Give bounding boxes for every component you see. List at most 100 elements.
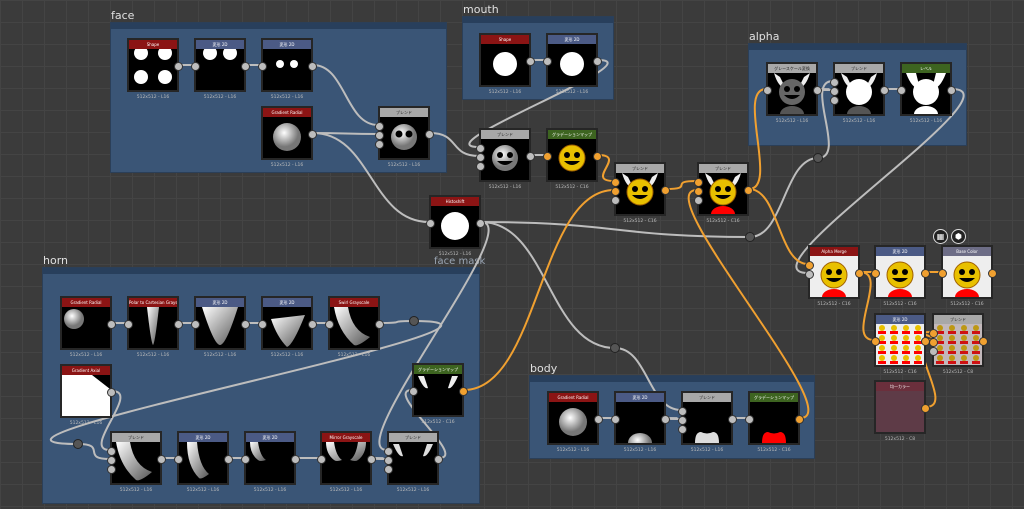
output-port[interactable] (979, 337, 988, 346)
reroute-dot[interactable] (73, 439, 83, 449)
reroute-dot[interactable] (745, 232, 755, 242)
input-port[interactable] (830, 96, 839, 105)
input-port[interactable] (258, 320, 267, 329)
input-port[interactable] (678, 407, 687, 416)
reroute-dot[interactable] (813, 153, 823, 163)
2d-view-icon[interactable]: ▦ (933, 229, 948, 244)
input-port[interactable] (929, 338, 938, 347)
output-port[interactable] (947, 86, 956, 95)
input-port[interactable] (476, 162, 485, 171)
input-port[interactable] (191, 320, 200, 329)
input-port[interactable] (375, 140, 384, 149)
output-port[interactable] (795, 415, 804, 424)
input-port[interactable] (476, 153, 485, 162)
group-header[interactable] (463, 17, 613, 23)
input-port[interactable] (929, 329, 938, 338)
input-port[interactable] (929, 347, 938, 356)
input-port[interactable] (384, 456, 393, 465)
input-port[interactable] (694, 196, 703, 205)
output-port[interactable] (241, 62, 250, 71)
input-port[interactable] (174, 455, 183, 464)
output-port[interactable] (174, 62, 183, 71)
output-port[interactable] (526, 152, 535, 161)
input-port[interactable] (124, 320, 133, 329)
input-port[interactable] (871, 337, 880, 346)
input-port[interactable] (611, 187, 620, 196)
input-port[interactable] (426, 219, 435, 228)
output-port[interactable] (241, 320, 250, 329)
output-port[interactable] (157, 455, 166, 464)
input-port[interactable] (611, 178, 620, 187)
output-port[interactable] (291, 455, 300, 464)
input-port[interactable] (745, 415, 754, 424)
reroute-dot[interactable] (409, 316, 419, 326)
input-port[interactable] (678, 416, 687, 425)
output-port[interactable] (855, 269, 864, 278)
output-port[interactable] (367, 455, 376, 464)
input-port[interactable] (543, 57, 552, 66)
input-port[interactable] (325, 320, 334, 329)
group-header[interactable] (111, 23, 446, 29)
output-port[interactable] (593, 152, 602, 161)
input-port[interactable] (375, 131, 384, 140)
output-port[interactable] (308, 62, 317, 71)
output-port[interactable] (921, 269, 930, 278)
input-port[interactable] (476, 144, 485, 153)
input-port[interactable] (938, 269, 947, 278)
input-port[interactable] (871, 269, 880, 278)
input-port[interactable] (107, 465, 116, 474)
input-port[interactable] (897, 86, 906, 95)
output-port[interactable] (728, 415, 737, 424)
input-port[interactable] (375, 122, 384, 131)
input-port[interactable] (409, 387, 418, 396)
input-port[interactable] (805, 261, 814, 270)
output-port[interactable] (661, 415, 670, 424)
output-port[interactable] (459, 387, 468, 396)
output-port[interactable] (375, 320, 384, 329)
output-port[interactable] (107, 320, 116, 329)
input-port[interactable] (543, 152, 552, 161)
input-port[interactable] (107, 447, 116, 456)
output-port[interactable] (476, 219, 485, 228)
output-port[interactable] (744, 186, 753, 195)
input-port[interactable] (384, 447, 393, 456)
output-port[interactable] (308, 130, 317, 139)
output-port[interactable] (425, 130, 434, 139)
input-port[interactable] (107, 456, 116, 465)
3d-view-icon[interactable]: ⬢ (951, 229, 966, 244)
input-port[interactable] (763, 86, 772, 95)
group-header[interactable] (749, 44, 966, 50)
output-port[interactable] (988, 269, 997, 278)
input-port[interactable] (384, 465, 393, 474)
reroute-dot[interactable] (610, 343, 620, 353)
input-port[interactable] (830, 87, 839, 96)
input-port[interactable] (241, 455, 250, 464)
input-port[interactable] (678, 425, 687, 434)
